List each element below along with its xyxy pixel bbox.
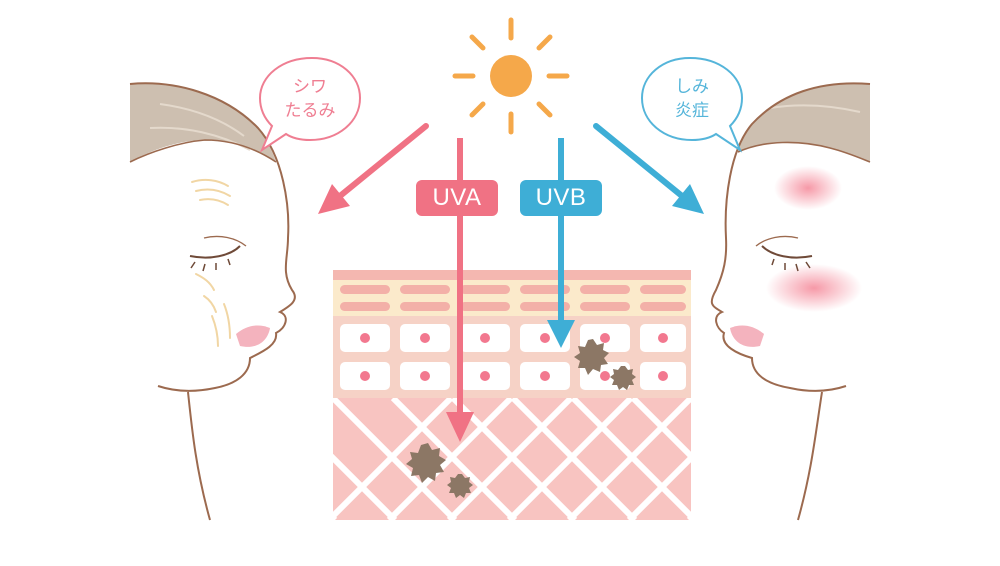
aged-face-outline [129,82,296,521]
uvb-penetration-arrow [547,138,575,348]
melanin-spot-icon [406,339,636,498]
skin-cross-section [333,270,691,520]
spot-bubble-line1: しみ [675,77,709,97]
spot-speech-bubble [640,56,744,153]
young-face-hair [738,83,870,162]
stratum-cells [340,285,686,311]
aged-face-lips [236,325,270,347]
young-face-profile [710,82,871,521]
wrinkle-bubble-line2: たるみ [284,101,336,121]
stratum-corneum-layer [333,280,691,316]
aged-face-wrinkles [191,178,231,347]
young-face-eye [761,245,813,259]
wrinkle-speech-bubble [258,56,362,153]
spot-bubble-text: しみ 炎症 [642,75,742,123]
spot-bubble-line2: 炎症 [675,101,709,121]
uva-wrinkle-arrow [318,123,429,214]
uvb-spot-arrow [593,123,704,214]
sun-icon [452,17,570,135]
uvb-badge: UVB [520,180,602,216]
aged-face-hair [130,83,276,162]
inflammation-patch-forehead [774,166,842,210]
uva-badge: UVA [416,180,498,216]
aged-face-profile [129,82,296,521]
skin-surface-layer [333,270,691,280]
wrinkle-bubble-text: シワ たるみ [260,75,360,123]
aged-face-eye [189,245,241,259]
wrinkle-bubble-line1: シワ [293,77,327,97]
epidermis-cells [340,324,686,390]
inflammation-patch-cheek [766,264,862,312]
young-face-outline [710,82,871,521]
collagen-fibers [333,398,691,520]
young-face-lips [730,325,764,347]
